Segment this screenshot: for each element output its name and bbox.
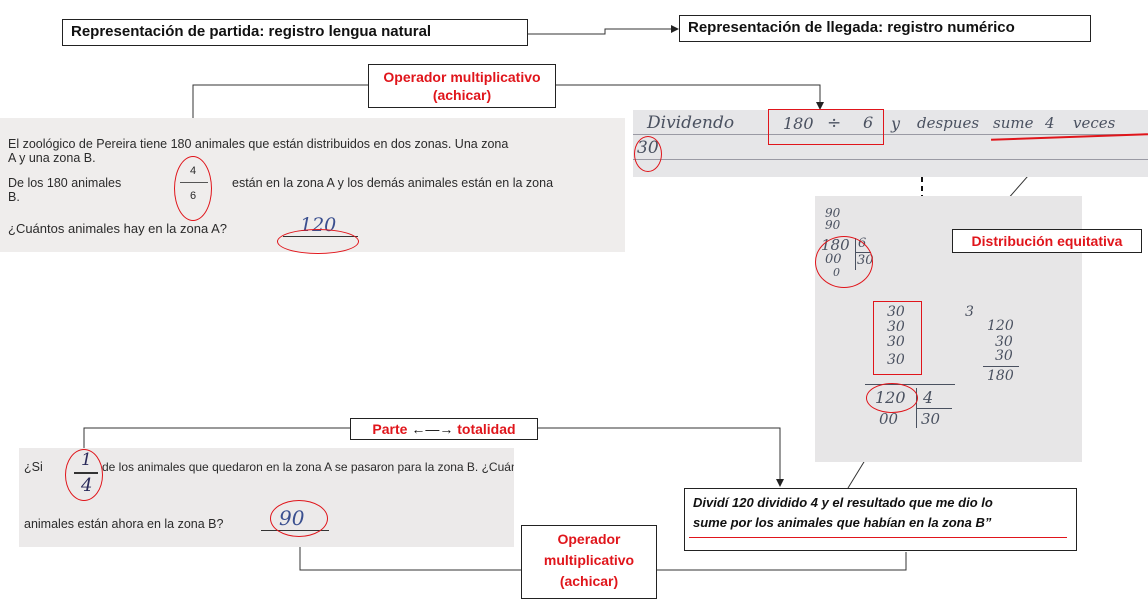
operator-bottom-line1: Operador bbox=[557, 531, 621, 547]
end-representation-header: Representación de llegada: registro numé… bbox=[679, 15, 1091, 42]
operator-top-label: Operador multiplicativo (achicar) bbox=[368, 64, 556, 108]
hw-number-4: 4 bbox=[1045, 114, 1055, 132]
hw-result-ellipse bbox=[634, 136, 662, 172]
hw-word-despues: despues bbox=[917, 114, 980, 132]
calc-sum-total: 180 bbox=[987, 368, 1014, 384]
calc-col-4: 30 bbox=[887, 352, 905, 368]
parte-totalidad-label: Parte ←—→ totalidad bbox=[350, 418, 538, 440]
calc-dividend-ellipse bbox=[815, 236, 873, 288]
calc-div2-bar-h bbox=[916, 408, 952, 409]
totalidad-text: totalidad bbox=[457, 421, 516, 437]
calc-div2-quotient: 30 bbox=[921, 410, 941, 428]
distribucion-label: Distribución equitativa bbox=[952, 229, 1142, 253]
calc-three: 3 bbox=[965, 304, 974, 320]
problem-b-question: animales están ahora en la zona B? bbox=[24, 517, 224, 531]
calc-div2-divisor: 4 bbox=[923, 388, 934, 407]
problem-a-answer-ellipse bbox=[277, 229, 359, 254]
hw-word-dividendo: Dividendo bbox=[647, 113, 735, 133]
calc-col-3: 30 bbox=[887, 334, 905, 350]
calc-div2-ellipse bbox=[866, 383, 918, 413]
hw-word-sume: sume bbox=[993, 114, 1034, 132]
calc-div2-remainder: 00 bbox=[879, 410, 899, 428]
problem-b-fraction-ellipse bbox=[65, 449, 103, 501]
end-representation-text: Representación de llegada: registro numé… bbox=[688, 19, 1015, 36]
problem-a-photo: El zoológico de Pereira tiene 180 animal… bbox=[0, 118, 625, 252]
problem-b-answer-ellipse bbox=[270, 500, 328, 537]
problem-a-line2: A y una zona B. bbox=[8, 151, 96, 165]
operator-bottom-label: Operador multiplicativo (achicar) bbox=[521, 525, 657, 599]
hw-division-box bbox=[768, 109, 884, 145]
operator-top-line2: (achicar) bbox=[432, 87, 492, 103]
hw-word-veces: veces bbox=[1073, 114, 1116, 132]
calc-col-2: 30 bbox=[887, 319, 905, 335]
handwriting-top-photo: Dividendo 180 ÷ 6 y despues sume 4 veces… bbox=[633, 110, 1148, 177]
hw-number-6: 6 bbox=[863, 113, 874, 132]
operator-bottom-line3: (achicar) bbox=[559, 573, 619, 589]
problem-b-q-rest: de los animales que quedaron en la zona … bbox=[102, 460, 514, 474]
problem-a-line3b: están en la zona A y los demás animales … bbox=[232, 176, 554, 190]
notebook-line-2 bbox=[633, 159, 1148, 160]
student-quote-box: Dividí 120 dividido 4 y el resultado que… bbox=[684, 488, 1077, 551]
quote-red-underline bbox=[689, 537, 1067, 538]
student-quote-line2: sume por los animales que habían en la z… bbox=[693, 515, 992, 530]
hw-number-180: 180 bbox=[783, 114, 814, 133]
double-arrow-icon: ←—→ bbox=[411, 421, 454, 437]
calc-div2-bar-top bbox=[865, 384, 955, 385]
start-representation-text: Representación de partida: registro leng… bbox=[71, 23, 432, 40]
distribucion-text: Distribución equitativa bbox=[971, 233, 1123, 249]
calc-a: 90 bbox=[825, 206, 841, 220]
calc-sum-1: 120 bbox=[987, 318, 1014, 334]
problem-a-line1: El zoológico de Pereira tiene 180 animal… bbox=[8, 137, 509, 151]
operator-top-line1: Operador multiplicativo bbox=[383, 69, 541, 85]
notebook-line-1 bbox=[633, 134, 1148, 135]
problem-b-q-start: ¿Si bbox=[24, 460, 43, 474]
student-quote-line1: Dividí 120 dividido 4 y el resultado que… bbox=[693, 495, 993, 510]
operator-bottom-line2: multiplicativo bbox=[543, 552, 635, 568]
calc-b: 90 bbox=[825, 218, 841, 232]
calc-sum-2: 30 bbox=[995, 334, 1013, 350]
parte-text: Parte bbox=[372, 421, 408, 437]
hw-divide-sign: ÷ bbox=[827, 113, 842, 133]
problem-a-question: ¿Cuántos animales hay en la zona A? bbox=[8, 221, 227, 236]
problem-a-line3a: De los 180 animales bbox=[8, 176, 122, 190]
calc-sum-3: 30 bbox=[995, 348, 1013, 364]
problem-a-line4: B. bbox=[8, 190, 20, 204]
calc-sum-bar bbox=[983, 366, 1019, 367]
problem-a-fraction-ellipse bbox=[174, 156, 212, 221]
calc-col-1: 30 bbox=[887, 304, 905, 320]
start-representation-header: Representación de partida: registro leng… bbox=[62, 19, 528, 46]
calc-column-box bbox=[873, 301, 922, 375]
hw-word-y: y bbox=[891, 114, 901, 133]
